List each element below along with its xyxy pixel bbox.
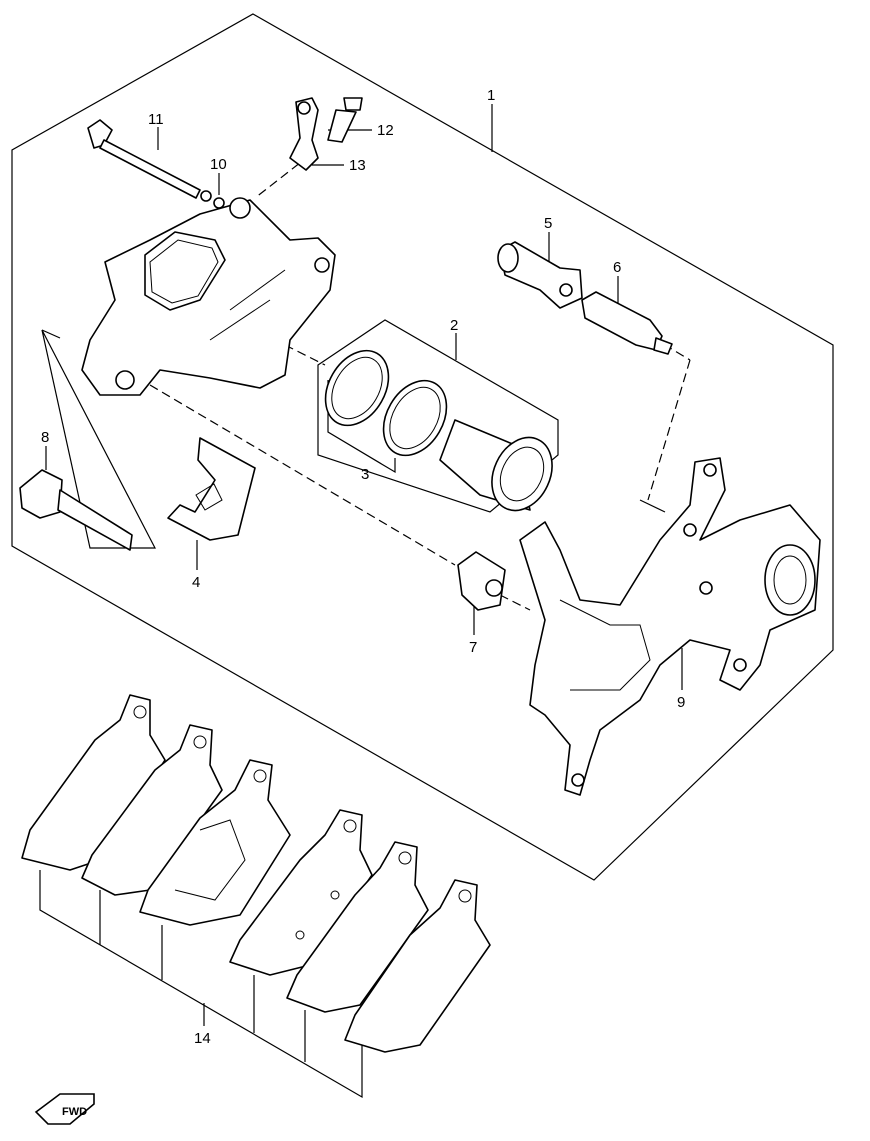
pin-8 — [19, 469, 133, 551]
callout-4: 4 — [192, 574, 200, 591]
callout-labels: 1 2 3 4 5 6 7 8 9 10 11 12 13 14 — [41, 87, 685, 1047]
pin-6 — [581, 291, 673, 355]
leader-lines — [45, 104, 683, 1026]
bleeder-12 — [327, 97, 363, 143]
fwd-arrow-icon: FWD — [34, 1093, 95, 1125]
callout-10: 10 — [210, 156, 227, 173]
bracket-9 — [519, 457, 821, 796]
fitting-13 — [289, 97, 319, 171]
spring-4 — [167, 437, 256, 541]
callout-6: 6 — [613, 259, 621, 276]
callout-13: 13 — [349, 157, 366, 174]
sleeve-5 — [497, 241, 583, 309]
callout-9: 9 — [677, 694, 685, 711]
callout-3: 3 — [361, 466, 369, 483]
caliper-body — [81, 197, 336, 396]
piston — [439, 419, 553, 512]
callout-11: 11 — [148, 111, 164, 128]
washer-10 — [213, 197, 225, 209]
fwd-label: FWD — [62, 1106, 87, 1118]
pad-set-14 — [21, 694, 491, 1053]
pin-triangle — [41, 329, 156, 549]
callout-7: 7 — [469, 639, 477, 656]
pad-group-bracket — [39, 870, 363, 1099]
seal-rings — [324, 349, 448, 457]
boot-7 — [457, 551, 506, 611]
assembly-boundary — [11, 13, 834, 881]
callout-1: 1 — [487, 87, 495, 104]
pad-ticks — [99, 890, 306, 1062]
callout-2: 2 — [450, 317, 458, 334]
seal-kit-outline — [317, 319, 559, 513]
callout-5: 5 — [544, 215, 552, 232]
bolt-11 — [87, 119, 212, 202]
callout-12: 12 — [377, 122, 394, 139]
callout-8: 8 — [41, 429, 49, 446]
callout-14: 14 — [194, 1030, 211, 1047]
